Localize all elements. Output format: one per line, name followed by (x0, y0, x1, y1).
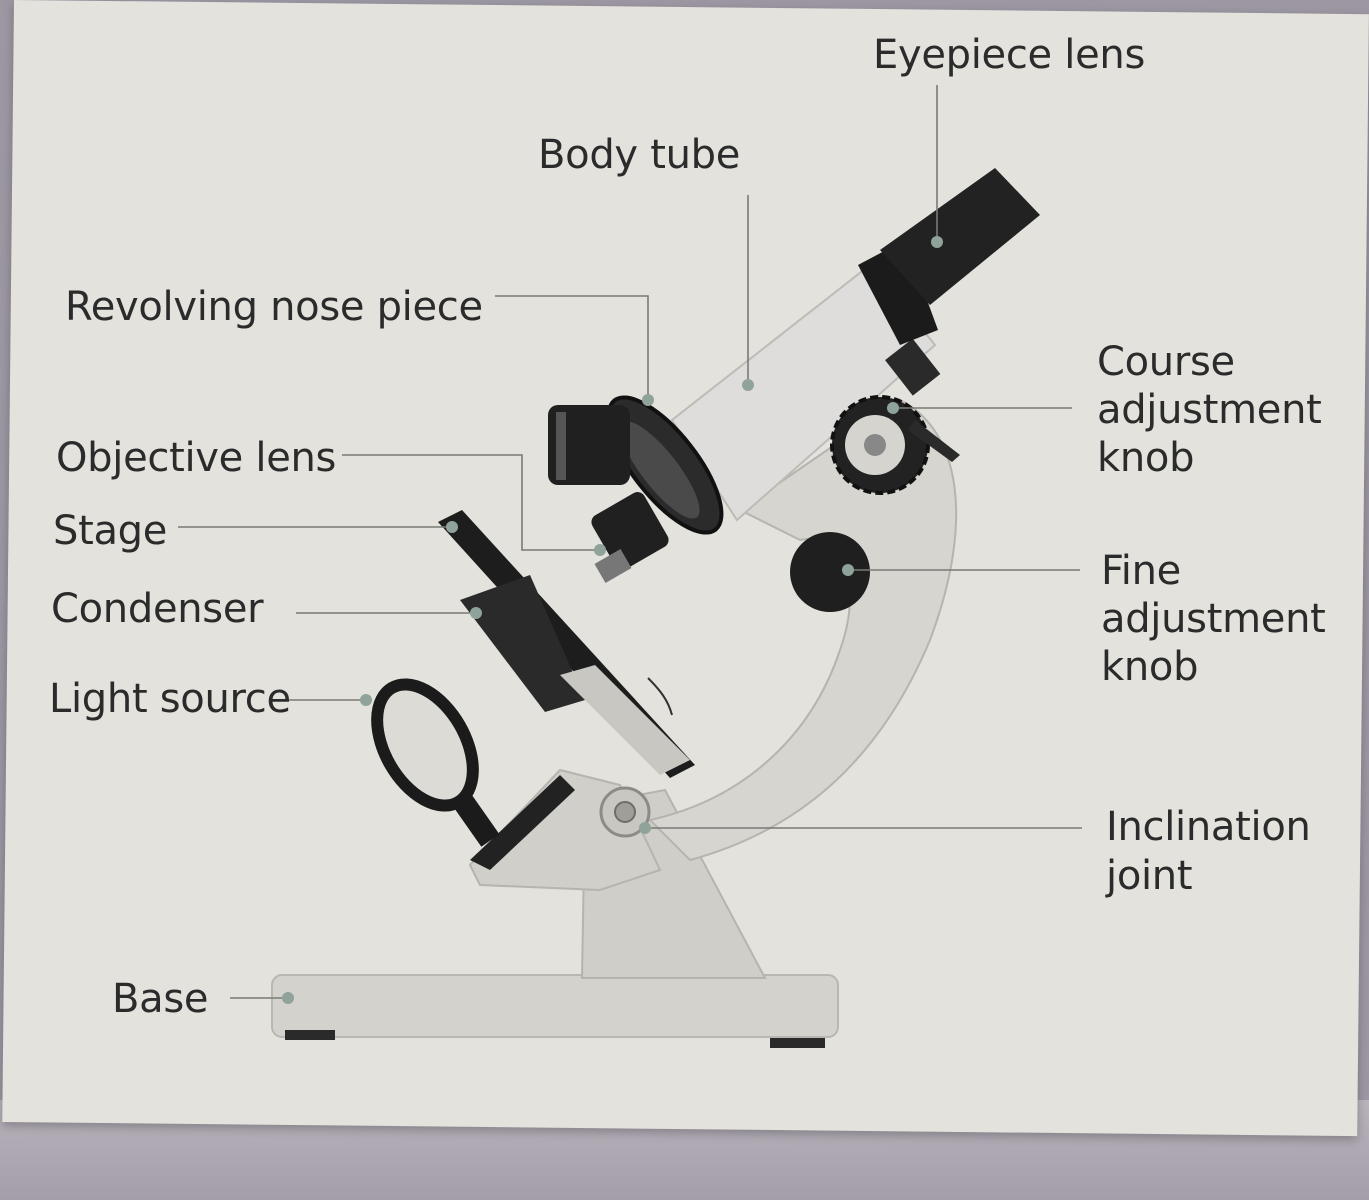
nose-piece-part (606, 395, 724, 535)
arm (648, 398, 958, 862)
label-light-source: Light source (49, 676, 291, 722)
eyepiece-part (858, 168, 1040, 345)
label-fine-adjustment-line2: adjustment (1101, 596, 1326, 642)
label-stage: Stage (53, 508, 168, 554)
objective-lenses-part (548, 405, 669, 584)
label-body-tube: Body tube (538, 132, 741, 178)
label-fine-adjustment-line1: Fine (1101, 548, 1181, 594)
label-condenser: Condenser (51, 586, 264, 632)
mirror-mount (470, 775, 575, 870)
base-part (271, 974, 839, 1048)
fine-knob-part (790, 532, 870, 612)
leader-dots (282, 236, 943, 1004)
label-course-adjustment-line2: adjustment (1097, 387, 1322, 433)
label-revolving-nose-piece: Revolving nose piece (65, 284, 483, 330)
inclination-joint-part (599, 786, 651, 838)
leader-lines (178, 85, 1082, 999)
label-fine-adjustment-line3: knob (1101, 644, 1199, 690)
label-base: Base (112, 976, 209, 1022)
label-objective-lens: Objective lens (56, 435, 337, 481)
label-inclination-joint-line2: joint (1106, 853, 1193, 899)
label-course-adjustment-line1: Course (1097, 339, 1235, 385)
label-eyepiece-lens: Eyepiece lens (873, 32, 1145, 78)
label-inclination-joint-line1: Inclination (1106, 804, 1311, 850)
stage-part (438, 510, 695, 778)
label-course-adjustment-line3: knob (1097, 435, 1195, 481)
coarse-knob-part (830, 395, 960, 495)
light-source-part (371, 678, 500, 847)
